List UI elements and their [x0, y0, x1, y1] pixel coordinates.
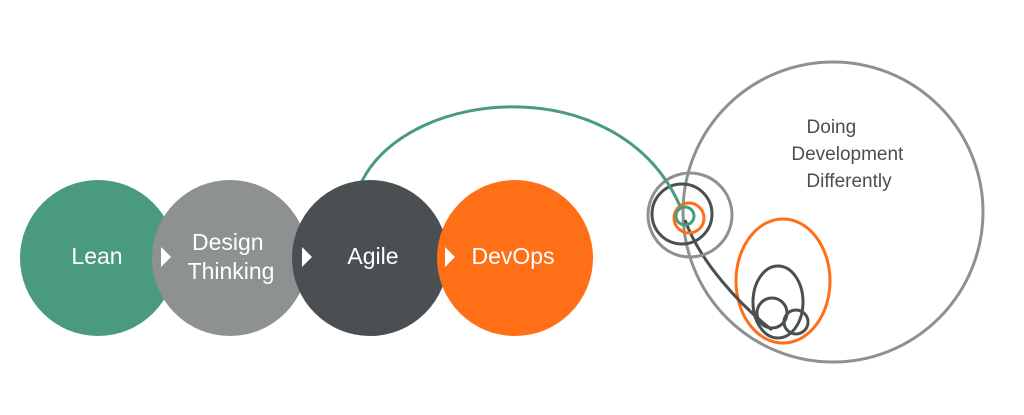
stage-agile-label: Agile — [347, 243, 398, 269]
stage-design-thinking-label-line-1: Design — [192, 229, 264, 255]
outcome-dark-ellipse — [751, 264, 805, 340]
outcome-label-line-1: Doing — [807, 117, 857, 138]
outcome-circle — [681, 60, 985, 364]
stage-design-thinking-label-line-2: Thinking — [188, 258, 275, 284]
stage-lean-circle — [20, 180, 176, 336]
arrow-to-design-thinking-icon — [161, 247, 171, 267]
stage-design-thinking-label: Design Thinking — [188, 229, 275, 284]
arrow-to-devops-icon — [445, 247, 455, 267]
stage-design-thinking-circle — [152, 180, 308, 336]
stage-lean-label-line-1: Lean — [71, 243, 122, 269]
nested-circle-outer — [646, 171, 734, 259]
nested-circle-dark — [650, 182, 714, 246]
outcome-orange-ellipse — [734, 217, 832, 345]
stage-devops-label-line-1: DevOps — [471, 243, 554, 269]
outcome-small-circle-left — [755, 296, 789, 330]
arrow-to-agile-icon — [302, 247, 312, 267]
stage-devops-circle — [437, 180, 593, 336]
connector-arc — [360, 105, 682, 207]
stage-agile-circle — [292, 180, 448, 336]
stage-agile-label-line-1: Agile — [347, 243, 398, 269]
outcome-label: Doing Development Differently — [791, 117, 908, 192]
outcome-label-line-3: Differently — [806, 171, 892, 192]
outcome-small-circle-right — [782, 308, 810, 336]
outcome-label-line-2: Development — [791, 144, 904, 165]
stage-lean-label: Lean — [71, 243, 122, 269]
nested-circle-orange — [672, 201, 706, 235]
stage-devops-label: DevOps — [471, 243, 554, 269]
nested-circle-green — [674, 205, 696, 227]
